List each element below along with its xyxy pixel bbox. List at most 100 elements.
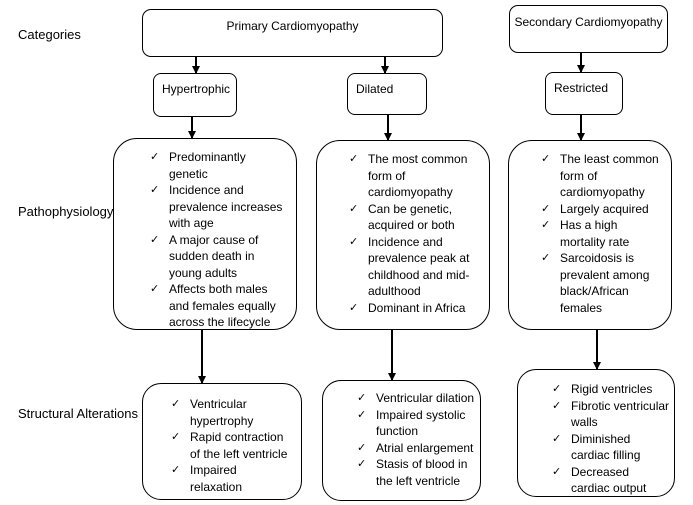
- checklist-item-text: Rigid ventricles: [571, 382, 653, 396]
- arrow-pathophysiology-to-structural-dilated: [391, 330, 393, 380]
- checklist-item: ✓ Largely acquired: [541, 201, 665, 218]
- check-icon: ✓: [150, 282, 160, 295]
- checklist-item-text: Incidence and prevalence increases with …: [169, 183, 283, 230]
- arrow-pathophysiology-to-structural-hypertrophic: [201, 330, 203, 383]
- checklist-item: ✓ Sarcoidosis is prevalent among black/Af…: [541, 250, 665, 316]
- row-label-pathophysiology: Pathophysiology: [18, 204, 114, 219]
- checklist-item: ✓ Can be genetic, acquired or both: [349, 201, 481, 234]
- checklist-item: ✓ Ventricular dilation: [357, 390, 476, 407]
- check-icon: ✓: [349, 300, 359, 314]
- check-icon: ✓: [541, 251, 551, 264]
- arrow-primary-to-dilated: [384, 57, 386, 73]
- node-pathophysiology-hypertrophic: ✓ Predominantly genetic ✓ Incidence and pre…: [113, 138, 297, 330]
- node-dilated-label: Dilated: [356, 82, 394, 96]
- check-icon: ✓: [552, 382, 562, 395]
- check-icon: ✓: [150, 183, 160, 196]
- node-restricted: Restricted: [545, 72, 623, 115]
- checklist-item-text: Ventricular dilation: [376, 391, 475, 405]
- checklist-pathophysiology-dilated: ✓The most common form of cardiomyopathy✓…: [349, 151, 481, 316]
- checklist-item: ✓ Decreased cardiac output: [552, 464, 668, 497]
- checklist-item-text: Rapid contraction of the left ventricle: [190, 430, 288, 461]
- checklist-item-text: Atrial enlargement: [376, 440, 474, 455]
- check-icon: ✓: [552, 464, 562, 478]
- row-label-structural-alterations: Structural Alterations: [18, 406, 138, 421]
- node-primary-cardiomyopathy: Primary Cardiomyopathy: [142, 9, 443, 57]
- checklist-item-text: Diminished cardiac filling: [571, 431, 641, 463]
- checklist-item: ✓ Atrial enlargement: [357, 440, 476, 457]
- checklist-item-text: Fibrotic ventricular walls: [571, 398, 670, 430]
- check-icon: ✓: [541, 218, 551, 231]
- checklist-item: ✓ Ventricular hypertrophy: [171, 396, 293, 429]
- node-structural-dilated: ✓ Ventricular dilation ✓ Impaired systolic …: [322, 380, 481, 501]
- checklist-item: ✓ Impaired systolic function: [357, 407, 476, 440]
- check-icon: ✓: [552, 431, 562, 445]
- check-icon: ✓: [349, 201, 359, 215]
- checklist-item: ✓ Stasis of blood in the left ventricle: [357, 456, 476, 489]
- checklist-item: ✓ Predominantly genetic: [150, 149, 284, 182]
- checklist-item-text: Has a high mortality rate: [560, 218, 630, 249]
- arrow-primary-to-hypertrophic: [195, 57, 197, 73]
- node-secondary-cardiomyopathy: Secondary Cardiomyopathy: [509, 5, 668, 53]
- checklist-structural-restricted: ✓ Rigid ventricles ✓ Fibrotic ventricular w…: [552, 381, 670, 497]
- checklist-item: ✓ A major cause of sudden death in young …: [150, 232, 284, 282]
- check-icon: ✓: [357, 440, 367, 454]
- checklist-item-text: The least common form of cardiomyopathy: [560, 152, 659, 199]
- checklist-pathophysiology-restricted: ✓The least common form of cardiomyopathy…: [541, 151, 665, 316]
- checklist-item-text: Dominant in Africa: [368, 300, 466, 315]
- checklist-item-text: Predominantly genetic: [169, 150, 246, 181]
- node-restricted-label: Restricted: [554, 81, 609, 95]
- check-icon: ✓: [171, 430, 181, 443]
- checklist-item-text: Sarcoidosis is prevalent among black/Afr…: [560, 251, 650, 315]
- node-structural-hypertrophic: ✓ Ventricular hypertrophy ✓ Rapid contracti…: [142, 383, 302, 500]
- checklist-item: ✓Impaired relaxation: [171, 462, 293, 495]
- checklist-item: ✓ The most common form of cardiomyopathy: [349, 151, 481, 201]
- node-secondary-label: Secondary Cardiomyopathy: [514, 15, 663, 29]
- checklist-item-text: Can be genetic, acquired or both: [368, 201, 455, 233]
- check-icon: ✓: [171, 463, 181, 476]
- node-hypertrophic: Hypertrophic: [153, 73, 237, 117]
- checklist-item: ✓ Dominant in Africa: [349, 300, 481, 317]
- node-pathophysiology-restricted: ✓The least common form of cardiomyopathy…: [508, 140, 672, 330]
- check-icon: ✓: [541, 201, 551, 215]
- checklist-item-text: Ventricular hypertrophy: [190, 397, 254, 428]
- checklist-item-text: A major cause of sudden death in young a…: [169, 232, 259, 280]
- node-hypertrophic-label: Hypertrophic: [162, 82, 231, 96]
- arrow-secondary-to-restricted: [580, 53, 582, 72]
- checklist-item: ✓ Incidence and prevalence peak at childh…: [349, 234, 481, 300]
- checklist-structural-hypertrophic: ✓ Ventricular hypertrophy ✓ Rapid contracti…: [171, 396, 293, 495]
- arrow-hypertrophic-to-pathophysiology: [191, 117, 193, 138]
- checklist-item-text: The most common form of cardiomyopathy: [368, 152, 468, 199]
- checklist-structural-dilated: ✓ Ventricular dilation ✓ Impaired systolic …: [357, 390, 476, 489]
- checklist-item: ✓ Has a high mortality rate: [541, 217, 665, 250]
- check-icon: ✓: [171, 397, 181, 410]
- checklist-item: ✓The least common form of cardiomyopathy: [541, 151, 665, 201]
- checklist-item-text: Largely acquired: [560, 201, 649, 216]
- check-icon: ✓: [150, 150, 160, 163]
- check-icon: ✓: [349, 152, 359, 165]
- node-pathophysiology-dilated: ✓The most common form of cardiomyopathy✓…: [316, 140, 490, 330]
- check-icon: ✓: [150, 232, 160, 246]
- check-icon: ✓: [357, 457, 367, 470]
- checklist-item: ✓ Fibrotic ventricular walls: [552, 398, 670, 431]
- node-structural-restricted: ✓ Rigid ventricles ✓ Fibrotic ventricular w…: [517, 369, 675, 497]
- check-icon: ✓: [349, 234, 359, 248]
- checklist-item: ✓ Rigid ventricles: [552, 381, 668, 398]
- checklist-item-text: Impaired systolic function: [376, 407, 466, 439]
- node-primary-label: Primary Cardiomyopathy: [226, 19, 359, 33]
- checklist-item: ✓ Rapid contraction of the left ventricle: [171, 429, 293, 462]
- checklist-pathophysiology-hypertrophic: ✓ Predominantly genetic ✓ Incidence and pre…: [150, 149, 284, 331]
- checklist-item: ✓Affects both males and females equally …: [150, 281, 284, 331]
- checklist-item-text: Decreased cardiac output: [571, 464, 647, 496]
- row-label-categories: Categories: [18, 27, 81, 42]
- check-icon: ✓: [357, 391, 367, 404]
- checklist-item: ✓ Diminished cardiac filling: [552, 431, 668, 464]
- checklist-item-text: Incidence and prevalence peak at childho…: [368, 234, 470, 299]
- arrow-restricted-to-pathophysiology: [580, 115, 582, 140]
- checklist-item-text: Stasis of blood in the left ventricle: [376, 457, 468, 488]
- check-icon: ✓: [552, 398, 562, 412]
- check-icon: ✓: [357, 407, 367, 421]
- arrow-dilated-to-pathophysiology: [387, 115, 389, 140]
- checklist-item: ✓ Incidence and prevalence increases with…: [150, 182, 284, 232]
- node-dilated: Dilated: [347, 73, 427, 115]
